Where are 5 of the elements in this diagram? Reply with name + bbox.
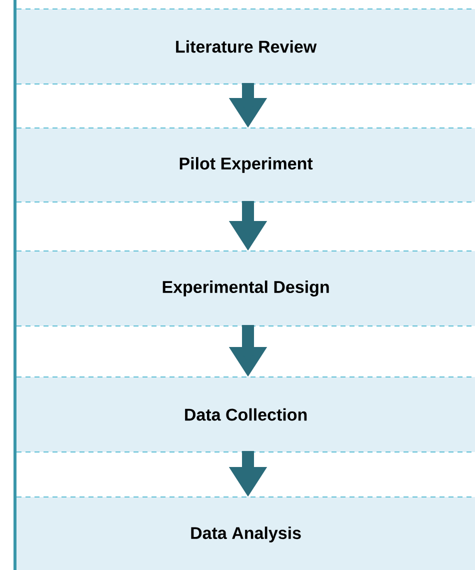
process-band: Pilot Experiment xyxy=(16,128,475,202)
process-band: Literature Review xyxy=(16,8,475,84)
process-band: Data Collection xyxy=(16,376,475,452)
process-band: Data Analysis xyxy=(16,496,475,570)
process-band: Experimental Design xyxy=(16,250,475,326)
